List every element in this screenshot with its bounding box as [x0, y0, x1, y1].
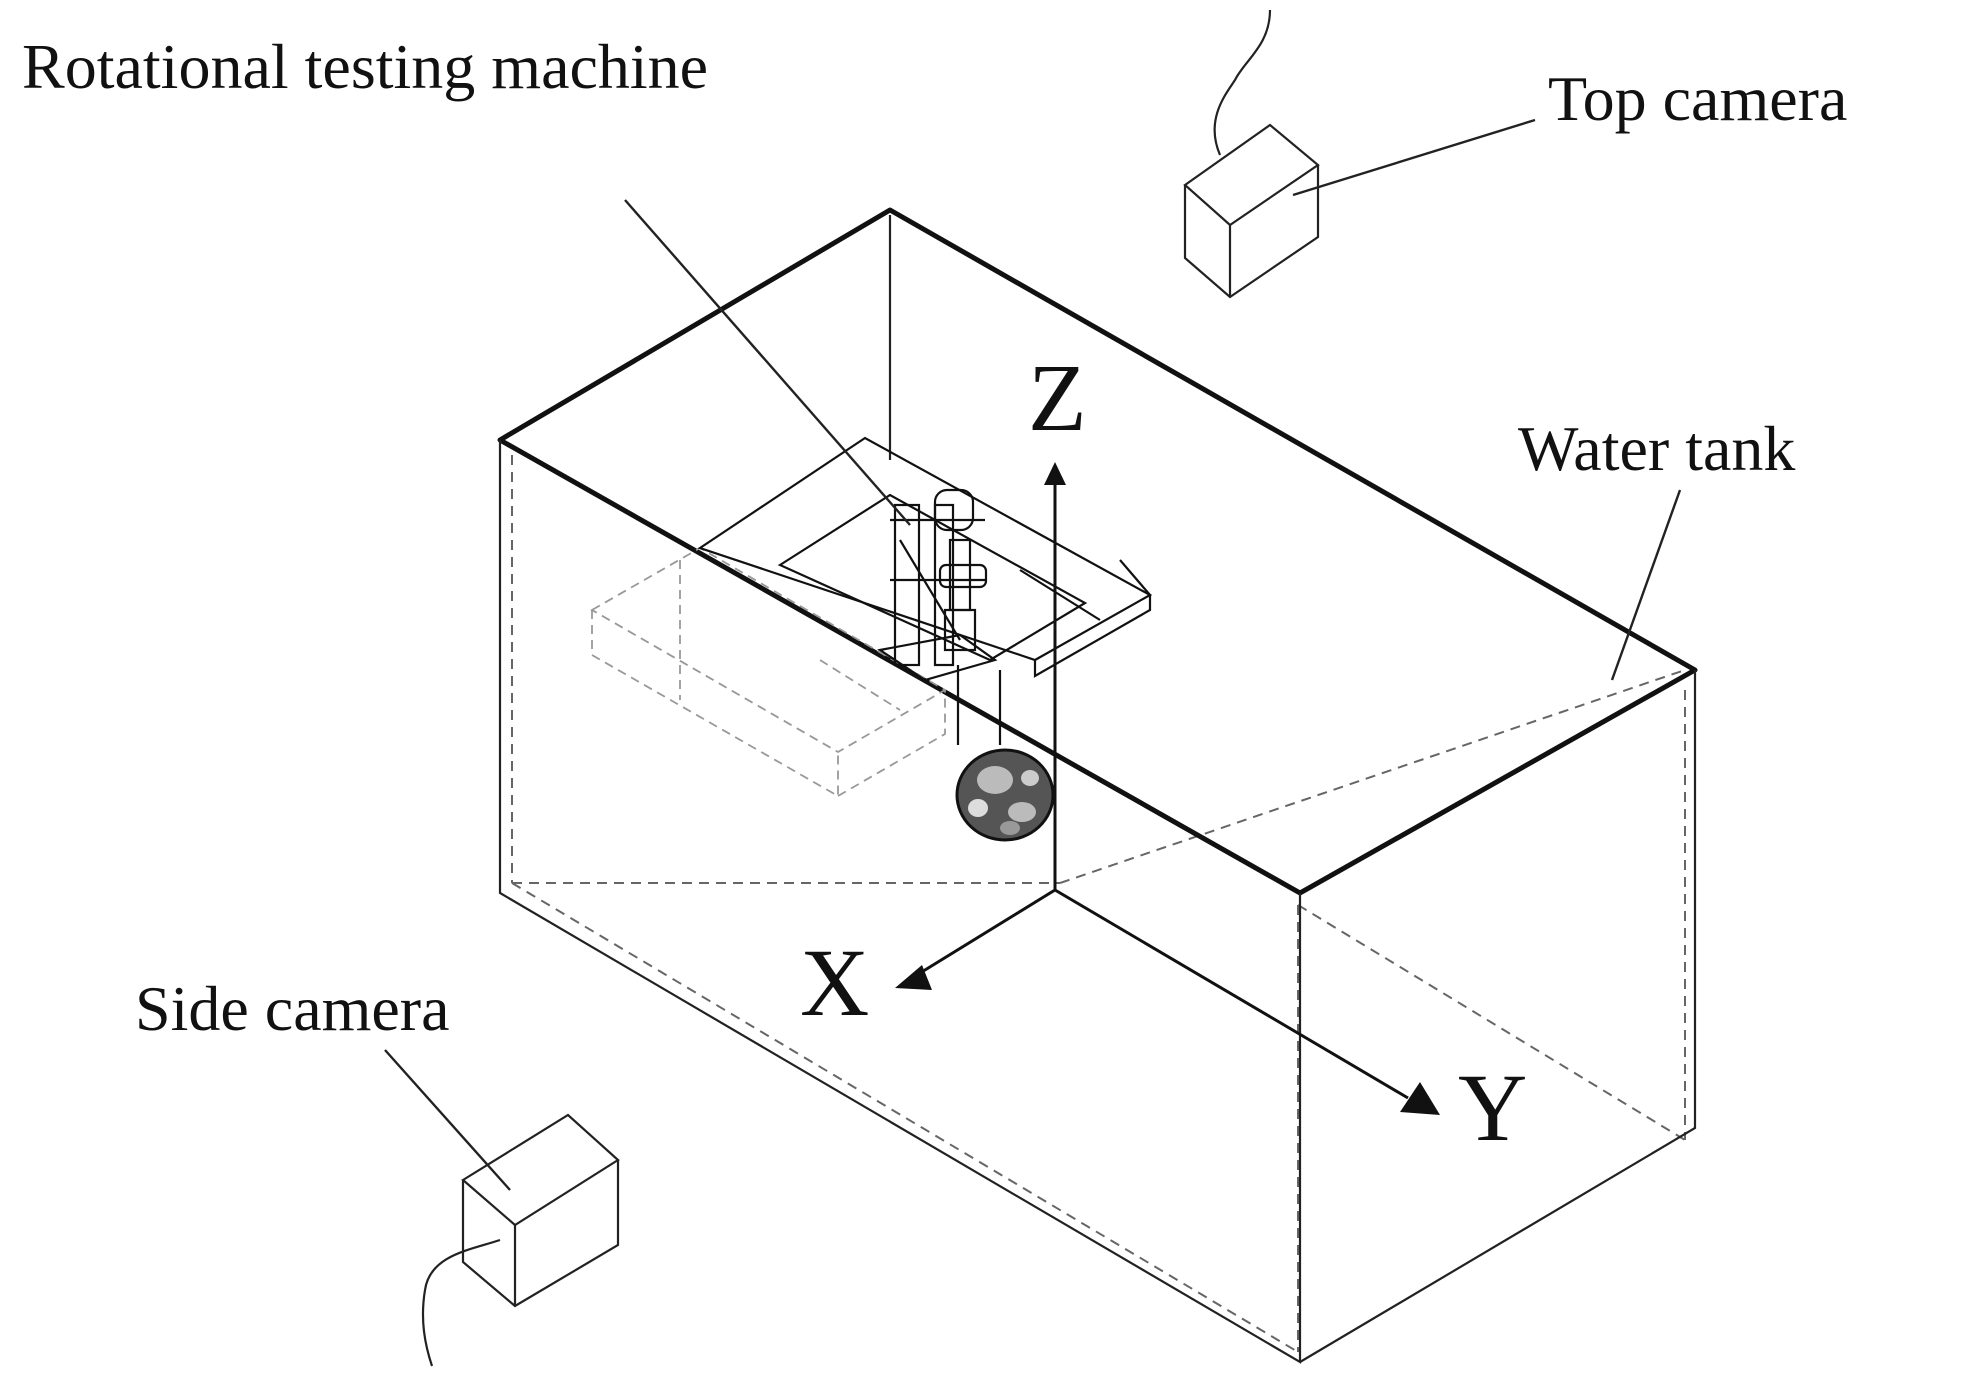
- x-axis-arrowhead: [895, 965, 932, 990]
- rotational-testing-machine: [697, 436, 1153, 842]
- callout-labels: Rotational testing machine Top camera Wa…: [22, 31, 1847, 1044]
- z-axis-label: Z: [1028, 344, 1087, 451]
- z-axis-arrowhead: [1044, 462, 1066, 485]
- machine-column: [877, 488, 998, 682]
- top-camera-leader: [1292, 118, 1536, 197]
- side-camera: [421, 1113, 620, 1367]
- water-tank-outer-edges: [497, 207, 1698, 1364]
- water-tank-inner-edges: [511, 455, 1686, 1353]
- top-camera-cable: [1213, 9, 1272, 156]
- side-camera-cable: [421, 1238, 501, 1367]
- rotational-testing-machine-label: Rotational testing machine: [22, 31, 708, 102]
- specimen: [955, 748, 1055, 842]
- water-tank: [497, 207, 1698, 1364]
- top-camera-label: Top camera: [1548, 63, 1847, 134]
- coordinate-axes: Z X Y: [800, 344, 1527, 1161]
- ghost-platform: [590, 546, 947, 798]
- rotational-testing-machine-leader: [624, 199, 911, 526]
- y-axis-label: Y: [1458, 1054, 1527, 1161]
- water-tank-hidden-edges: [512, 215, 1686, 1141]
- side-camera-leader: [384, 1049, 511, 1191]
- top-camera: [1183, 9, 1320, 299]
- x-axis-label: X: [800, 929, 869, 1036]
- leader-lines: [384, 118, 1682, 1191]
- side-camera-label: Side camera: [135, 973, 450, 1044]
- water-tank-leader: [1610, 489, 1682, 681]
- y-axis-arrowhead: [1400, 1082, 1440, 1115]
- water-tank-label: Water tank: [1518, 413, 1795, 484]
